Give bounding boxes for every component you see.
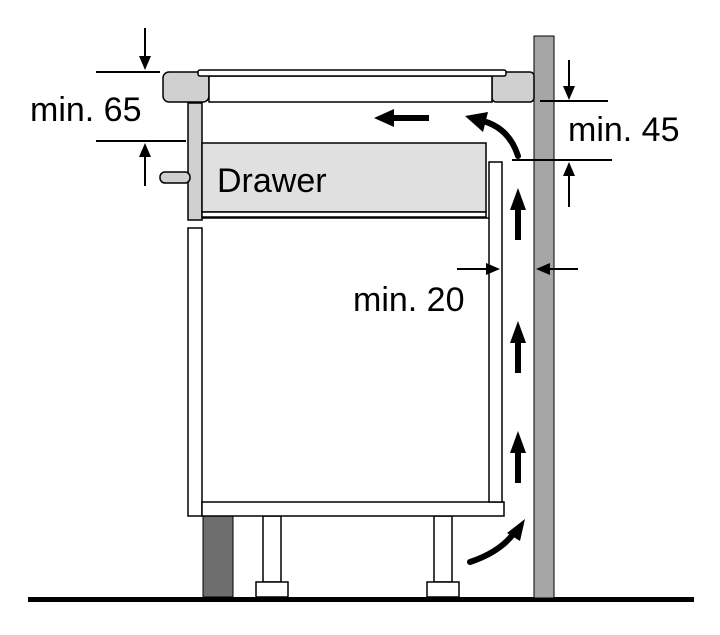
dimension-min-20	[457, 263, 578, 275]
drawer-bottom	[201, 211, 487, 218]
airflow-up-arrow-top-shaft	[515, 208, 521, 240]
cabinet-back-panel	[488, 161, 503, 503]
wall	[533, 35, 555, 599]
airflow-curved-arrow-bottom	[467, 530, 517, 565]
label-min-20: min. 20	[353, 281, 465, 319]
cabinet-leg-right	[426, 515, 460, 598]
cabinet-front-panel	[187, 227, 203, 517]
plinth	[202, 515, 234, 598]
airflow-curved-arrowhead-bottom	[507, 519, 525, 541]
cabinet-bottom-board	[201, 501, 505, 517]
airflow-up-arrow-mid-head	[510, 321, 526, 343]
airflow-left-arrow-head	[374, 109, 394, 127]
cabinet-leg-left	[255, 515, 289, 598]
drawer-handle	[159, 171, 191, 184]
airflow-curved-arrowhead-top	[465, 112, 488, 132]
airflow-up-arrow-mid-shaft	[515, 341, 521, 373]
label-min-45: min. 45	[568, 111, 680, 149]
floor-line	[28, 597, 694, 602]
airflow-up-arrow-low-shaft	[515, 451, 521, 483]
hob-glass-top	[197, 69, 507, 77]
airflow-up-arrow-top-head	[510, 188, 526, 210]
drawer-front-panel	[187, 102, 203, 221]
airflow-arrows	[374, 109, 526, 565]
drawer-label: Drawer	[217, 162, 327, 200]
airflow-up-arrow-low-head	[510, 431, 526, 453]
dimension-min-65	[96, 28, 186, 186]
airflow-curved-arrow-top	[480, 118, 521, 159]
dimension-min-45	[512, 60, 612, 207]
hob-body	[208, 75, 493, 103]
airflow-left-arrow-shaft	[392, 115, 429, 121]
label-min-65: min. 65	[30, 91, 142, 129]
